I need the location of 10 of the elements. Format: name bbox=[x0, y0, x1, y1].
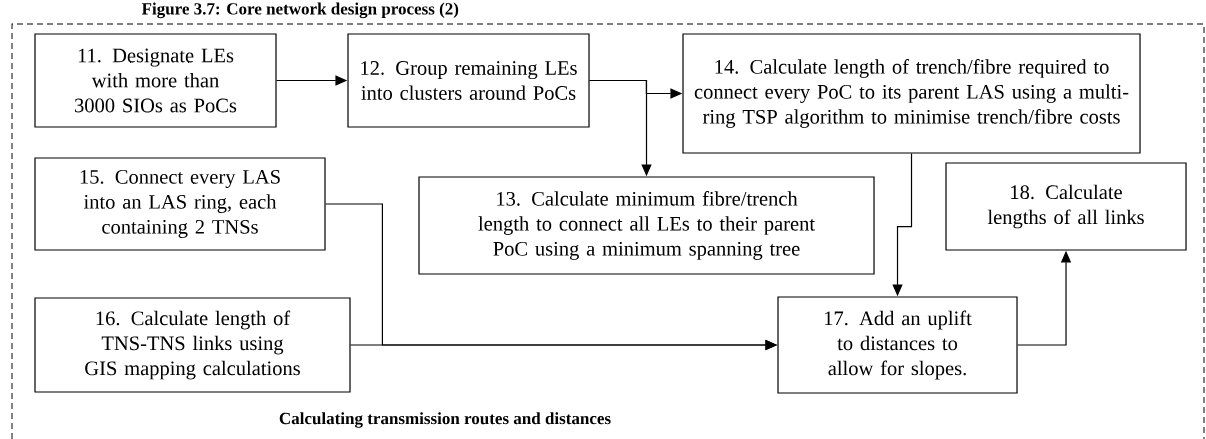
process-box: 15. Connect every LAS into an LAS ring, each containing 2 TNSs bbox=[34, 157, 326, 251]
process-box: 12. Group remaining LEs into clusters around PoCs bbox=[347, 33, 590, 128]
process-box: 18. Calculate lengths of all links bbox=[945, 162, 1187, 251]
process-box: 17. Add an uplift to distances to allow for slopes. bbox=[777, 296, 1018, 394]
caption: Calculating transmission routes and distances bbox=[279, 412, 611, 428]
process-box: 14. Calculate length of trench/fibre required to connect every PoC to its parent LAS using a multi-ring TSP algorithm to minimise trench/fibre costs bbox=[682, 33, 1141, 154]
process-box: 11. Designate LEs with more than 3000 SIOs as PoCs bbox=[34, 33, 277, 128]
figure-title: Figure 3.7: Core network design process (2) bbox=[141, 2, 459, 19]
process-box: 16. Calculate length of TNS-TNS links using GIS mapping calculations bbox=[34, 297, 351, 393]
process-box: 13. Calculate minimum fibre/trench length to connect all LEs to their parent PoC using a minimum spanning tree bbox=[418, 176, 875, 275]
